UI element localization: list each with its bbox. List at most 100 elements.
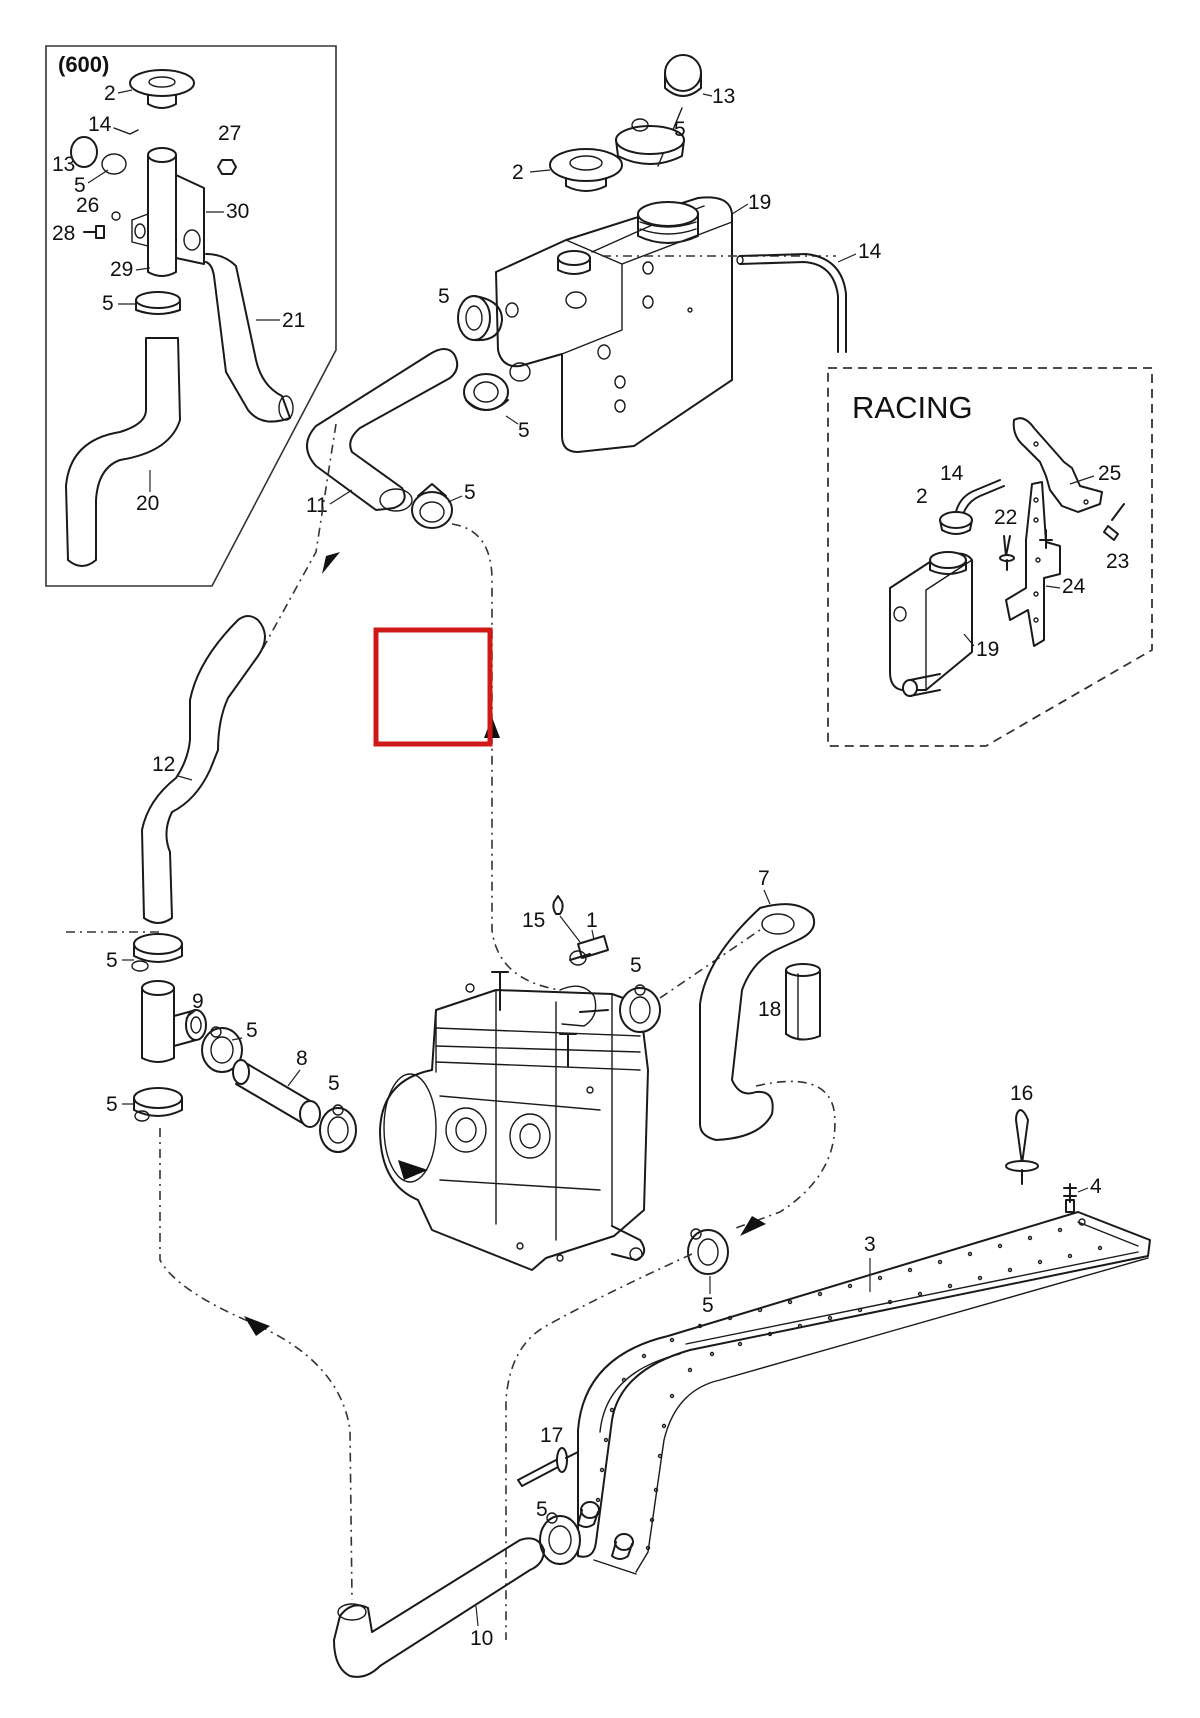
label-5-600a: 5: [74, 174, 86, 197]
label-13: 13: [712, 85, 735, 108]
label-5-top: 5: [674, 118, 686, 141]
inset-racing-title: RACING: [852, 390, 973, 425]
part-cap-2: [549, 148, 623, 192]
flow-line-lower-center: [505, 1253, 693, 1640]
label-1: 1: [586, 909, 598, 932]
flow-arrow-3: [244, 1316, 270, 1336]
part-cap-600: [129, 69, 195, 109]
racing-bolt-23: [1103, 503, 1125, 541]
label-17: 17: [540, 1424, 563, 1447]
label-30-600: 30: [226, 200, 249, 223]
hose-21: [205, 253, 291, 423]
racing-tank-19: [889, 551, 973, 697]
label-28-600: 28: [52, 222, 75, 245]
label-11: 11: [306, 494, 328, 517]
label-14-600: 14: [88, 113, 112, 136]
part-clamp-5-hose8: [319, 1104, 357, 1153]
label-5-left-upper: 5: [106, 949, 118, 972]
label-7: 7: [758, 867, 770, 890]
label-14: 14: [858, 240, 882, 263]
label-5-600b: 5: [102, 292, 114, 315]
part-clamp-5-left-upper: [131, 933, 183, 972]
hose-11: [306, 348, 459, 511]
flow-arrow-1: [322, 552, 340, 574]
flow-arrow-5: [740, 1216, 766, 1236]
hose-12: [141, 615, 266, 924]
label-25-racing: 25: [1098, 462, 1121, 485]
hose-14: [739, 253, 847, 353]
label-2: 2: [512, 161, 524, 184]
inset-600: (600) 2 14 13 5 27 26 28 30: [45, 45, 337, 587]
label-5-engine: 5: [630, 954, 642, 977]
flow-line-center: [451, 523, 561, 991]
label-5-mid: 5: [518, 419, 530, 442]
label-18: 18: [758, 998, 781, 1021]
label-24-racing: 24: [1062, 575, 1086, 598]
racing-fastener-22: [999, 535, 1015, 571]
part-clamp-5-top: [615, 118, 685, 165]
label-5-left-lower: 5: [106, 1093, 118, 1116]
label-15: 15: [522, 909, 545, 932]
part-fittings-he: [577, 1501, 634, 1560]
highlight-box: [373, 627, 493, 747]
part-clamp-5-tank: [457, 295, 503, 342]
label-20-600: 20: [136, 492, 159, 515]
label-16: 16: [1010, 1082, 1033, 1105]
part-clamp-5-hose11: [411, 483, 453, 529]
label-10: 10: [470, 1627, 493, 1650]
part-clamp-5-left-lower: [133, 1087, 183, 1122]
label-5-hose11: 5: [464, 481, 476, 504]
part-fastener-17: [517, 1447, 579, 1487]
label-22-racing: 22: [994, 506, 1017, 529]
part-fastener-16: [1005, 1109, 1039, 1185]
part-bleeder-4: [1063, 1183, 1077, 1213]
hose-8: [235, 1061, 313, 1125]
part-filler-neck-600: [131, 147, 205, 277]
hose-7: [699, 903, 816, 1141]
hose-10: [333, 1537, 545, 1678]
part-coolant-tank-19: [495, 196, 733, 453]
label-5-tee: 5: [246, 1019, 258, 1042]
heat-exchanger-rivets: [595, 1218, 1103, 1551]
part-cap-13: [664, 54, 702, 97]
part-clamp-5-engine: [619, 984, 661, 1033]
part-clamp-600: [135, 291, 181, 315]
flow-line-bottom-left: [159, 1128, 353, 1601]
part-sleeve-18: [785, 963, 821, 1041]
part-temp-sensor-1: [569, 935, 609, 966]
label-23-racing: 23: [1106, 550, 1129, 573]
label-19: 19: [748, 191, 771, 214]
label-29-600: 29: [110, 258, 133, 281]
label-9: 9: [192, 990, 204, 1013]
label-8: 8: [296, 1047, 308, 1070]
part-heat-exchanger-3: [577, 1211, 1151, 1575]
flow-line-left: [261, 423, 337, 651]
label-21-600: 21: [282, 309, 305, 332]
label-26-600: 26: [76, 194, 99, 217]
racing-bracket-25: [1012, 417, 1103, 513]
label-5-tank: 5: [438, 285, 450, 308]
part-clamp-5-lower-right: [687, 1228, 729, 1275]
part-clamp-5-bottom: [539, 1512, 581, 1565]
label-13-600: 13: [52, 153, 75, 176]
hose-20: [65, 337, 181, 567]
part-engine: [379, 971, 649, 1271]
label-5-hose8: 5: [328, 1072, 340, 1095]
label-4: 4: [1090, 1175, 1102, 1198]
label-27-600: 27: [218, 122, 241, 145]
label-2-racing: 2: [916, 485, 928, 508]
racing-bracket-24: [1005, 481, 1061, 647]
label-5-lower-right: 5: [702, 1294, 714, 1317]
flow-arrow-4: [398, 1160, 428, 1180]
label-12: 12: [152, 753, 175, 776]
inset-racing: RACING 14 2 19 25 23: [827, 367, 1153, 747]
part-tee-9: [141, 980, 207, 1063]
label-14-racing: 14: [940, 462, 964, 485]
label-5-bottom: 5: [536, 1498, 548, 1521]
part-sealant-15: [552, 895, 564, 915]
part-clamp-5-tee: [201, 1026, 243, 1073]
label-3: 3: [864, 1233, 876, 1256]
label-2-600: 2: [104, 82, 116, 105]
flow-line-right: [735, 1080, 836, 1229]
